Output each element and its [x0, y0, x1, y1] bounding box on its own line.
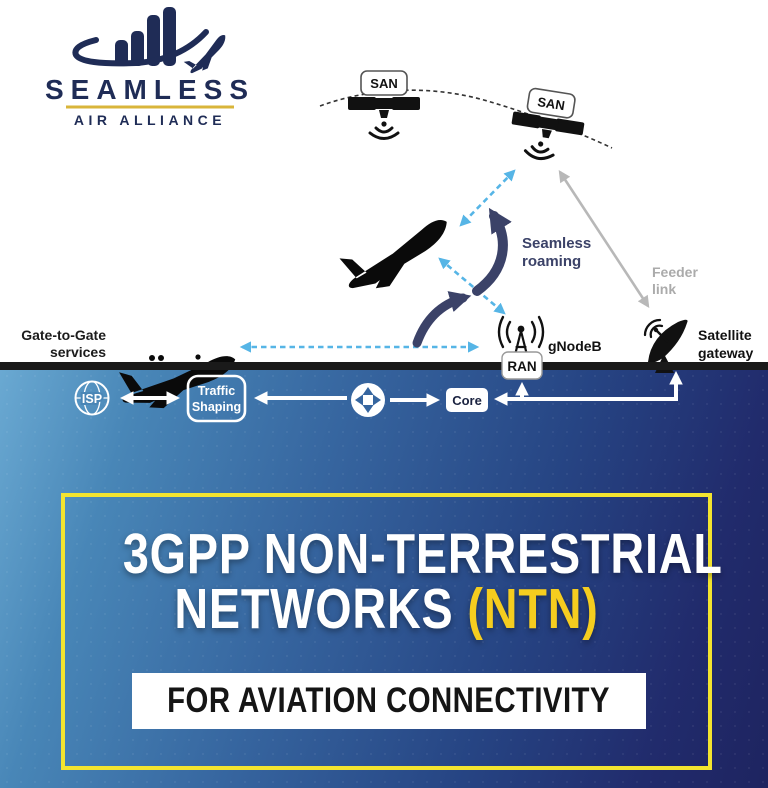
title-line-2: NETWORKS (NTN)	[123, 581, 650, 638]
title-ntn: (NTN)	[467, 577, 599, 641]
logo-subtext: AIR ALLIANCE	[74, 112, 226, 128]
ground-line	[0, 362, 768, 370]
logo-wordmark: SEAMLESS	[45, 74, 255, 105]
satellite-1: SAN	[348, 70, 420, 140]
subtitle-text: FOR AVIATION CONNECTIVITY	[167, 681, 611, 720]
isp-label: ISP	[82, 392, 102, 406]
satellite-gateway-label-line1: Satellite	[698, 327, 752, 343]
lower-gradient-background	[0, 369, 768, 788]
seamless-roaming-label-line1: Seamless	[522, 235, 591, 252]
feeder-link-label-line2: link	[652, 281, 676, 297]
san-label-box	[360, 70, 408, 96]
ran-label: RAN	[507, 359, 536, 374]
traffic-shaping-box: Traffic Shaping	[186, 374, 247, 423]
san-label: SAN	[536, 94, 565, 113]
satellite-gateway-label-line2: gateway	[698, 345, 753, 361]
feeder-link-arrow	[558, 170, 650, 308]
traffic-shaping-label-line1: Traffic	[198, 384, 236, 398]
san-label: SAN	[370, 76, 397, 91]
title-frame: 3GPP NON-TERRESTRIAL NETWORKS (NTN) FOR …	[61, 493, 723, 770]
aircraft-at-gate	[118, 354, 239, 411]
main-title: 3GPP NON-TERRESTRIAL NETWORKS (NTN)	[65, 522, 723, 638]
san-label-box	[526, 87, 576, 119]
ran-box: RAN	[501, 351, 543, 380]
title-networks: NETWORKS	[174, 577, 454, 641]
core-box: Core	[446, 388, 488, 412]
title-line-1: 3GPP NON-TERRESTRIAL	[122, 522, 723, 586]
roaming-arrow-upper	[472, 207, 512, 296]
satellite-icon	[348, 97, 420, 140]
logo-bars-plane-icon	[72, 7, 236, 78]
seamless-roaming-label-line2: roaming	[522, 253, 581, 270]
subtitle-bar: FOR AVIATION CONNECTIVITY	[132, 673, 646, 729]
aircraft-in-flight	[336, 217, 460, 298]
satellite-icon	[511, 111, 585, 161]
link-aircraft-satellite	[459, 169, 516, 227]
feeder-link-label-line1: Feeder	[652, 264, 698, 280]
router-icon	[351, 383, 385, 417]
isp-icon: ISP	[74, 380, 110, 416]
network-diagram: SEAMLESS AIR ALLIANCE SAN	[0, 7, 768, 423]
gate-to-gate-label-line2: services	[50, 344, 106, 360]
roaming-arrow-lower	[412, 291, 472, 348]
gate-to-gate-label-line1: Gate-to-Gate	[21, 327, 106, 343]
gnodeb-antenna-icon	[497, 315, 545, 365]
traffic-shaping-label-line2: Shaping	[192, 400, 241, 414]
satellite-2: SAN	[511, 87, 585, 161]
core-label: Core	[452, 393, 482, 408]
seamless-air-alliance-logo: SEAMLESS AIR ALLIANCE	[45, 7, 255, 128]
gnodeb-label: gNodeB	[548, 338, 602, 354]
link-aircraft-gnodeb	[438, 257, 506, 315]
